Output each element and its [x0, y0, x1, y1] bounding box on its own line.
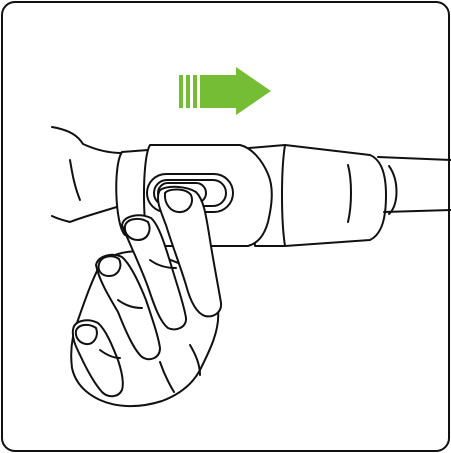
device-handle-icon — [115, 144, 451, 247]
hand-icon — [70, 185, 223, 408]
arrow-right-icon — [179, 67, 271, 115]
